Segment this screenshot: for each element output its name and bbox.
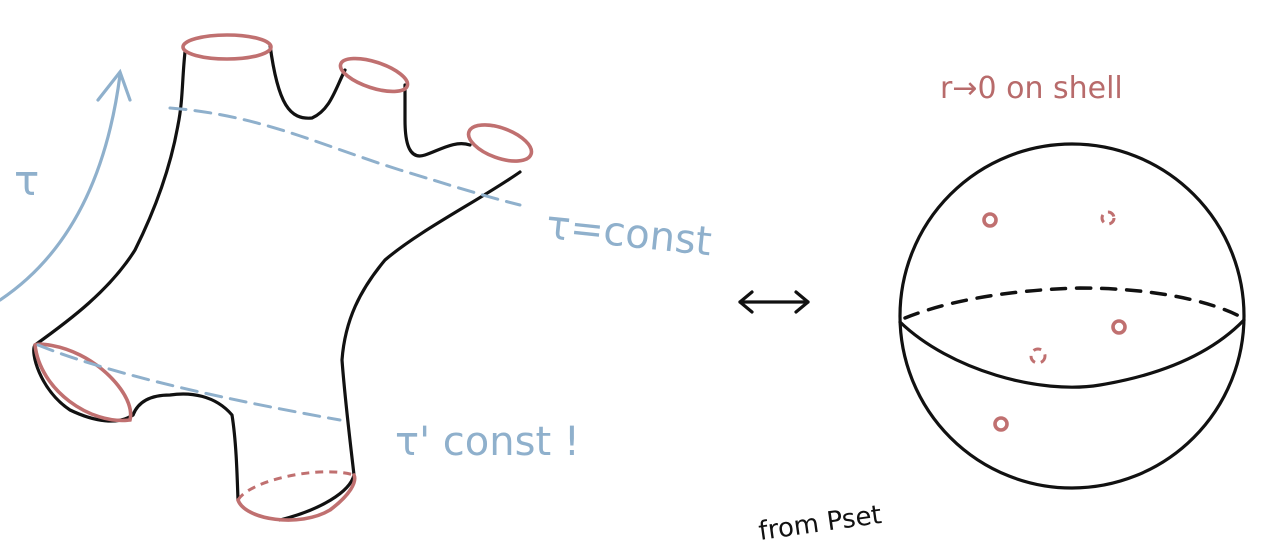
left-ring: [33, 342, 133, 423]
tau-const-label: τ=const: [544, 202, 714, 265]
tau-prime-const-label: τ' const !: [395, 419, 580, 465]
worldsheet-outline: [33, 43, 522, 502]
top-ring-1: [181, 33, 273, 61]
puncture-5: [993, 416, 1009, 432]
double-headed-arrow-icon: [738, 290, 810, 314]
tau-arrow: [0, 68, 132, 302]
tau-const-slice: [168, 106, 522, 207]
sphere-outline: [898, 142, 1246, 490]
puncture-4: [1029, 347, 1047, 365]
sphere-equator-front: [898, 318, 1246, 389]
tau-arrow-shaft: [0, 73, 122, 302]
bottom-leg-edge: [278, 473, 356, 522]
tau-arrow-head: [96, 68, 132, 102]
onshell-note: r→0 on shell: [940, 71, 1123, 106]
from-pset-note: from Pset: [757, 500, 884, 547]
puncture-2: [1100, 210, 1116, 226]
boundary-rings: [33, 33, 534, 522]
sphere-equator-back: [903, 286, 1245, 320]
bottom-ring-back: [236, 470, 355, 501]
tau-prime-slice: [36, 343, 342, 422]
bottom-ring-front: [236, 473, 357, 522]
top-ring-3: [466, 123, 534, 163]
puncture-3: [1111, 319, 1127, 335]
riemann-sphere: [898, 142, 1246, 490]
top-ring-2: [338, 56, 410, 94]
puncture-1: [982, 212, 998, 228]
tau-axis-label: τ: [14, 156, 39, 205]
